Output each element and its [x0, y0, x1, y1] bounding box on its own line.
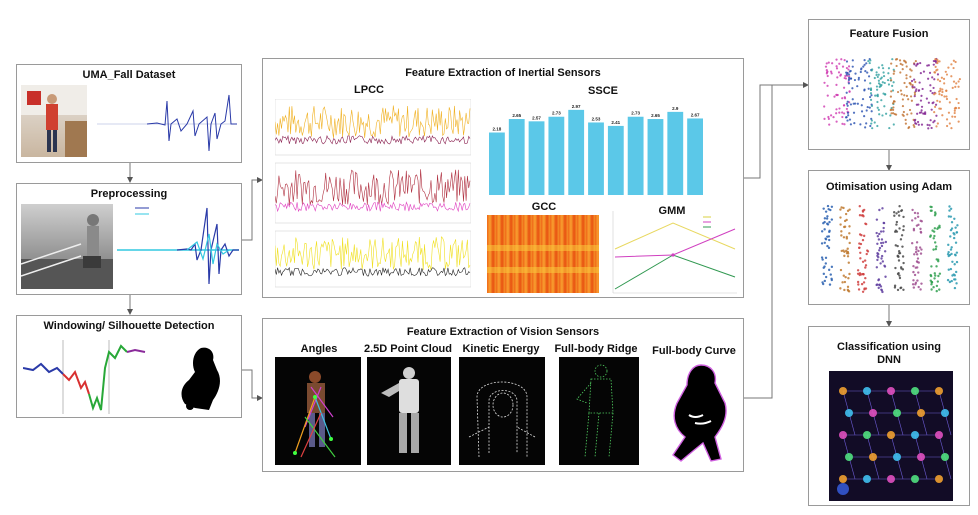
ssce-bar-value: 2.73: [552, 111, 561, 116]
windowing-silhouette: [179, 346, 225, 412]
ssce-label: SSCE: [588, 85, 618, 97]
inertial-box: Feature Extraction of Inertial Sensors L…: [262, 58, 744, 298]
preprocessing-photo: [21, 204, 113, 289]
lpcc-label: LPCC: [354, 84, 384, 96]
full-body-curve-image: [655, 363, 739, 465]
optimisation-scatter: [817, 197, 963, 301]
gmm-label: GMM: [658, 205, 686, 217]
ssce-bar-chart: 2.18 2.65 2.57 2.73 2.97 2.53 2.41 2.73 2.65 2.9 2…: [485, 97, 707, 197]
ssce-bar: [528, 121, 545, 195]
windowing-box: Windowing/ Silhouette Detection: [16, 315, 242, 418]
ssce-bar-value: 2.65: [651, 113, 660, 118]
full-body-curve-label: Full-body Curve: [652, 345, 736, 357]
inertial-title: Feature Extraction of Inertial Sensors: [405, 67, 601, 79]
ssce-bar: [607, 125, 624, 195]
classification-title-line2: DNN: [877, 354, 901, 366]
preprocessing-title: Preprocessing: [90, 188, 168, 200]
full-body-ridge-label: Full-body Ridge: [554, 343, 638, 355]
classification-title-line1: Classification using: [837, 341, 941, 353]
ssce-bar-value: 2.65: [512, 113, 521, 118]
dataset-signal-plot: [97, 91, 237, 157]
kinetic-energy-image: [459, 357, 545, 465]
gmm-line-plot: [609, 209, 739, 295]
preprocessing-signal-plot: [117, 204, 239, 290]
ssce-bar: [588, 122, 604, 195]
ssce-bar: [627, 116, 644, 195]
ssce-bar: [508, 119, 525, 195]
point-cloud-label: 2.5D Point Cloud: [364, 343, 452, 355]
ssce-bar-value: 2.73: [631, 111, 640, 116]
ssce-bar-value: 2.57: [532, 115, 541, 120]
ssce-bar: [489, 132, 505, 195]
optimisation-title: Otimisation using Adam: [825, 181, 953, 193]
ssce-bar: [687, 118, 703, 195]
vision-box: Feature Extraction of Vision Sensors Ang…: [262, 318, 744, 472]
ssce-bar-value: 2.67: [691, 112, 700, 117]
ssce-bar-value: 2.41: [611, 120, 620, 125]
ssce-bar: [647, 119, 664, 195]
point-cloud-image: [367, 357, 451, 465]
angles-label: Angles: [300, 343, 338, 355]
gcc-label: GCC: [531, 201, 557, 213]
fusion-scatter: [817, 44, 963, 144]
dataset-title: UMA_Fall Dataset: [82, 69, 176, 81]
fusion-box: Feature Fusion: [808, 19, 970, 150]
ssce-bar-value: 2.9: [672, 106, 679, 111]
dataset-photo: [21, 85, 87, 157]
preprocessing-box: Preprocessing: [16, 183, 242, 295]
classification-box: Classification using DNN: [808, 326, 970, 506]
vision-title: Feature Extraction of Vision Sensors: [406, 326, 600, 338]
windowing-signal-plot: [23, 338, 169, 416]
gcc-heatmap: [487, 215, 599, 293]
kinetic-energy-label: Kinetic Energy: [462, 343, 540, 355]
dnn-illustration: [829, 371, 953, 501]
ssce-bar: [548, 116, 565, 195]
ssce-bar-value: 2.18: [493, 127, 502, 132]
fusion-title: Feature Fusion: [849, 28, 929, 40]
windowing-title: Windowing/ Silhouette Detection: [43, 320, 215, 332]
ssce-bar: [667, 111, 684, 195]
ssce-bar-value: 2.53: [592, 116, 601, 121]
lpcc-plots: [275, 99, 471, 289]
ssce-bar-value: 2.97: [572, 104, 581, 109]
angles-image: [275, 357, 361, 465]
dataset-box: UMA_Fall Dataset: [16, 64, 242, 163]
optimisation-box: Otimisation using Adam: [808, 170, 970, 305]
ssce-bar: [568, 109, 585, 195]
full-body-ridge-image: [559, 357, 639, 465]
